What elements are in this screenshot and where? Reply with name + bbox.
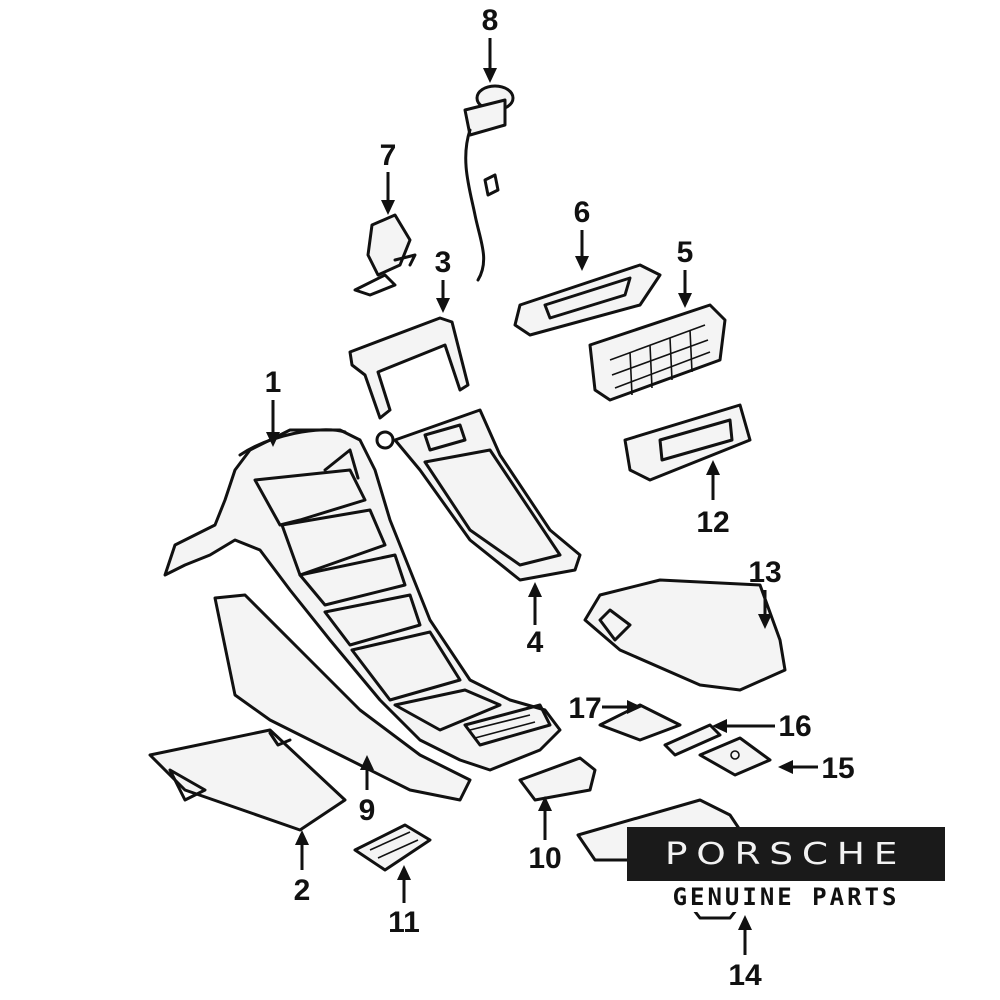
- part-16-strip: [663, 723, 722, 757]
- callout-9: 9: [359, 794, 376, 827]
- callout-16: 16: [778, 710, 811, 743]
- callout-15: 15: [821, 752, 854, 785]
- brand-name: PORSCHE: [665, 836, 907, 872]
- callout-17: 17: [568, 692, 601, 725]
- part-8-lighter: [463, 84, 515, 282]
- part-4-trim-bezel: [393, 408, 582, 582]
- part-7-switch: [353, 213, 417, 297]
- callout-6: 6: [574, 196, 591, 229]
- part-6-air-outlet: [513, 263, 662, 337]
- callout-labels: 1 2 3 4 5 6 7 8 9 10 11 12 13 14 15 16 1…: [265, 4, 855, 992]
- callout-8: 8: [482, 4, 499, 37]
- callout-7: 7: [380, 139, 397, 172]
- part-15-hinge-plate: [698, 736, 772, 777]
- part-2-floor-plate: [148, 728, 347, 832]
- callout-13: 13: [748, 556, 781, 589]
- callout-14: 14: [728, 959, 762, 992]
- brand-tagline: GENUINE PARTS: [627, 882, 945, 912]
- part-11-small-vent: [353, 823, 432, 872]
- callout-3: 3: [435, 246, 452, 279]
- part-13-armrest-lid: [583, 578, 787, 692]
- part-12-control-unit: [623, 403, 752, 482]
- part-9-side-panel: [213, 593, 472, 802]
- callout-11: 11: [388, 906, 420, 939]
- leader-arrows: [266, 38, 818, 955]
- part-17-pad: [598, 703, 682, 742]
- callout-10: 10: [528, 842, 561, 875]
- part-10-cover: [518, 756, 597, 802]
- callout-2: 2: [294, 874, 311, 907]
- callout-4: 4: [527, 626, 544, 659]
- part-3-bracket: [348, 316, 470, 420]
- part-5-vent: [588, 303, 727, 402]
- callout-12: 12: [696, 506, 729, 539]
- callout-1: 1: [265, 366, 282, 399]
- callout-5: 5: [677, 236, 694, 269]
- part-1-center-console: [163, 428, 562, 772]
- brand-logo: PORSCHE: [627, 827, 945, 881]
